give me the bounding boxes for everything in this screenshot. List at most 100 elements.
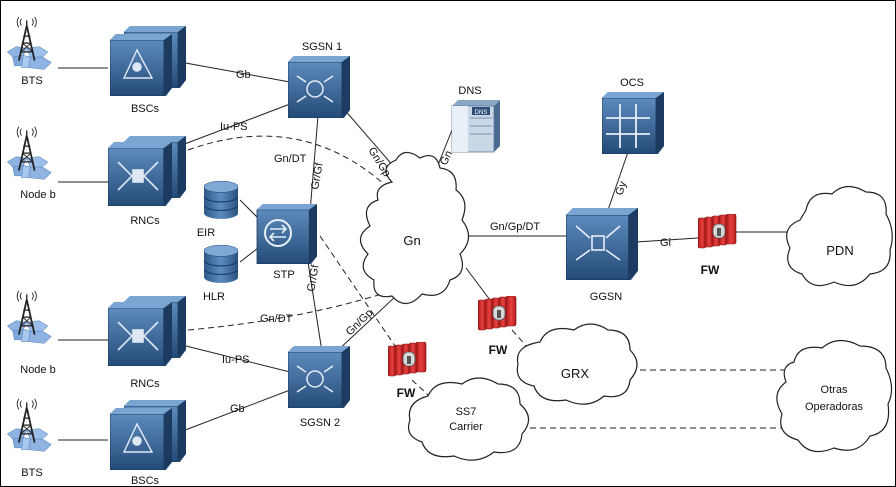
rnc-arrows-icon (117, 161, 159, 191)
dns-box-tag (472, 107, 490, 115)
link-gb-bottom (179, 389, 291, 433)
sgsn1: SGSN 1 (288, 41, 350, 118)
fw-ggsn-label: FW (701, 263, 720, 277)
gi-label: Gi (660, 237, 671, 249)
pdn-cloud: PDN (786, 185, 893, 287)
ss7-label-line1: SS7 (456, 406, 477, 418)
database-icon (204, 180, 238, 220)
gn-cloud-label: Gn (403, 233, 420, 248)
ocs-crossbar-icon (606, 104, 650, 148)
stp: STP (256, 204, 318, 281)
node-b-bottom-label: Node b (20, 364, 55, 376)
firewall-center: FW (478, 296, 517, 357)
tower-icon (6, 126, 53, 181)
ggsn: GGSN (566, 208, 638, 303)
hlr: HLR (203, 244, 238, 303)
bts-bottom-label: BTS (21, 467, 42, 479)
tower-icon (6, 290, 53, 345)
rncs-top-label: RNCs (130, 215, 160, 227)
link-hlr-stp (239, 247, 259, 263)
ocs-label: OCS (620, 77, 644, 89)
bscs-top: BSCs (110, 26, 186, 115)
ggsn-label: GGSN (590, 291, 622, 303)
gngpdt-ggsn-label: Gn/Gp/DT (490, 221, 540, 233)
sgsn2-label: SGSN 2 (300, 417, 340, 429)
link-gn-fw-center (465, 267, 491, 301)
ggsn-router-icon (575, 225, 621, 261)
node-b-bottom: Node b (6, 290, 56, 376)
iups-top-label: Iu-PS (220, 121, 248, 133)
iups-bottom-label: Iu-PS (222, 354, 250, 366)
firewall-icon (698, 214, 737, 249)
otras-label-line2: Operadoras (805, 401, 864, 413)
database-icon (204, 244, 238, 284)
hlr-label: HLR (203, 291, 225, 303)
link-gngp-sgsn2 (335, 295, 397, 353)
bscs-bottom: BSCs (110, 400, 186, 487)
bts-top-label: BTS (21, 75, 42, 87)
firewall-ggsn: FW (698, 214, 737, 277)
bsc-triangle-icon (122, 48, 154, 79)
gngp-sgsn1-label: Gn/Gp (365, 145, 392, 179)
gy-label: Gy (613, 179, 629, 197)
sgsn-router-icon (296, 75, 334, 103)
bscs-bottom-label: BSCs (131, 475, 160, 487)
fw-ss7-label: FW (397, 386, 416, 400)
gngp-sgsn2-label: Gn/Gp (344, 307, 376, 338)
link-grgf-top (309, 115, 319, 213)
grx-label: GRX (561, 366, 590, 381)
otras-label-line1: Otras (821, 384, 848, 396)
grgf-top-label: Gr/Gf (309, 161, 326, 190)
gndt-bottom-label: Gn/DT (260, 313, 293, 325)
bts-bottom: BTS (6, 398, 53, 479)
rncs-top: RNCs (108, 136, 186, 227)
gndt-top-label: Gn/DT (274, 153, 307, 165)
grgf-bottom-label: Gr/Gf (305, 263, 322, 292)
connections (58, 61, 796, 441)
grx-cloud: GRX (516, 323, 638, 405)
link-gi (635, 237, 699, 243)
gb-bottom-label: Gb (230, 403, 245, 415)
gn-dns-label: Gn (438, 149, 455, 167)
eir-label: EIR (197, 227, 215, 239)
gn-cloud: Gn (359, 151, 470, 305)
stp-switch-icon (264, 219, 292, 247)
firewall-icon (478, 296, 517, 331)
ocs: OCS (602, 77, 664, 154)
link-gndt-bottom (187, 291, 389, 331)
fw-center-label: FW (489, 343, 508, 357)
firewall-ss7: FW (388, 342, 427, 400)
ss7-cloud: SS7 Carrier (407, 377, 530, 461)
gb-top-label: Gb (236, 69, 251, 81)
sgsn-router-icon (296, 365, 334, 393)
bscs-top-label: BSCs (131, 103, 160, 115)
link-grgf-bottom (307, 261, 323, 353)
link-iups-bottom (181, 344, 291, 373)
bts-top: BTS (6, 16, 53, 87)
link-gndt-top (187, 135, 386, 186)
tower-icon (6, 16, 53, 71)
link-eir-stp (239, 199, 259, 219)
link-stp-fw-ss7 (319, 235, 407, 363)
rncs-bottom: RNCs (108, 296, 186, 390)
ss7-label-line2: Carrier (449, 421, 483, 433)
otras-operadoras-cloud: Otras Operadoras (776, 339, 893, 453)
firewall-icon (388, 342, 427, 377)
tower-icon (6, 398, 53, 453)
link-gb-top (179, 61, 291, 83)
eir: EIR (197, 180, 238, 239)
dns: DNS DNS (451, 85, 500, 153)
sgsn1-label: SGSN 1 (302, 41, 342, 53)
stp-label: STP (273, 269, 294, 281)
sgsn2: SGSN 2 (288, 346, 350, 429)
link-fw-grx (511, 329, 529, 349)
dns-box-text: DNS (475, 110, 488, 116)
link-gy (607, 151, 629, 211)
node-b-top: Node b (6, 126, 56, 201)
rnc-arrows-icon (117, 321, 159, 351)
link-iups-top (181, 103, 291, 146)
node-b-top-label: Node b (20, 189, 55, 201)
bsc-triangle-icon (122, 422, 154, 453)
dns-label: DNS (458, 85, 481, 97)
